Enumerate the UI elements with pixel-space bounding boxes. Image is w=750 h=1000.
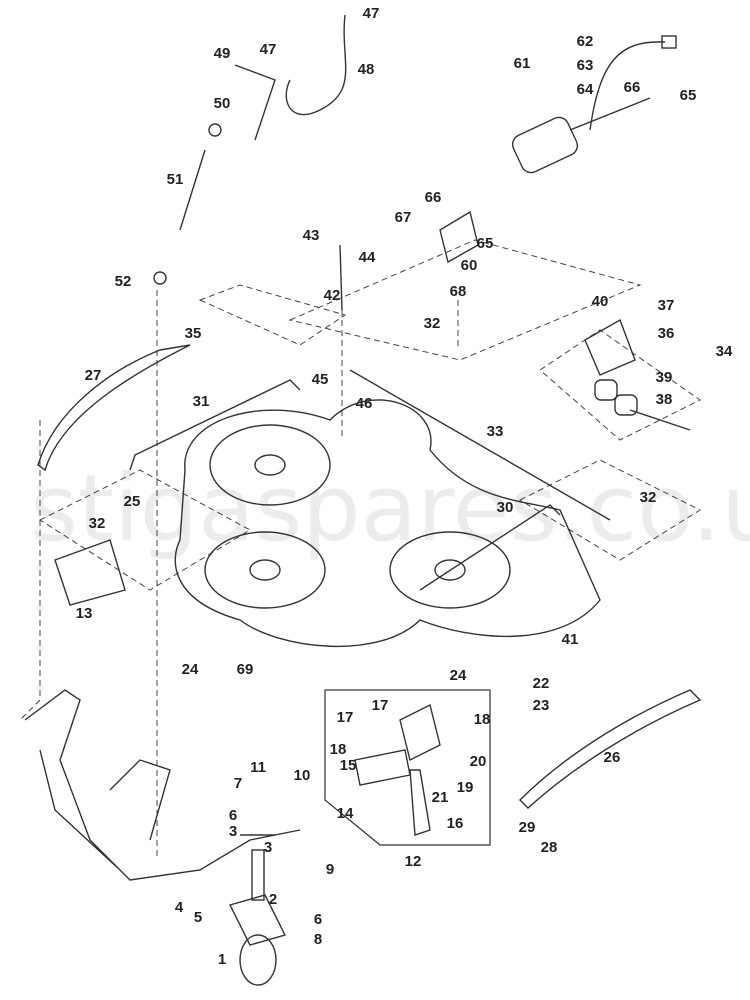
callout-62: 62: [577, 33, 594, 50]
callout-65: 65: [477, 235, 494, 252]
callout-47: 47: [260, 41, 277, 58]
bracket-34: [584, 318, 636, 376]
callout-3: 3: [229, 823, 237, 840]
assembly-guides: [19, 239, 702, 860]
callout-48: 48: [358, 61, 375, 78]
callout-23: 23: [533, 697, 550, 714]
lift-chain-assembly: [153, 14, 347, 285]
bracket-21: [409, 769, 431, 836]
callout-29: 29: [519, 819, 536, 836]
callout-44: 44: [359, 249, 376, 266]
callout-16: 16: [447, 815, 464, 832]
rod-31: [129, 379, 301, 471]
callout-37: 37: [658, 297, 675, 314]
arm-26: [519, 689, 702, 809]
callout-6: 6: [314, 911, 322, 928]
actuator-assembly: [511, 35, 677, 174]
callout-20: 20: [470, 753, 487, 770]
bracket-14: [354, 749, 411, 786]
callout-33: 33: [487, 423, 504, 440]
callout-45: 45: [312, 371, 329, 388]
callout-50: 50: [214, 95, 231, 112]
callout-5: 5: [194, 909, 202, 926]
callout-34: 34: [716, 343, 733, 360]
roller-39b: [614, 394, 638, 416]
callout-17: 17: [372, 697, 389, 714]
callout-19: 19: [457, 779, 474, 796]
callout-24: 24: [450, 667, 467, 684]
callout-2: 2: [269, 891, 277, 908]
front-frame: [24, 689, 301, 881]
callout-13: 13: [76, 605, 93, 622]
watermark: stigaspares.co.uk: [30, 455, 750, 562]
callout-18: 18: [330, 741, 347, 758]
pin-38: [629, 409, 691, 431]
callout-60: 60: [461, 257, 478, 274]
callout-9: 9: [326, 861, 334, 878]
bracket-13: [54, 539, 126, 606]
lift-shaft-33: [349, 369, 611, 521]
callout-17: 17: [337, 709, 354, 726]
callout-7: 7: [234, 775, 242, 792]
callout-32: 32: [640, 489, 657, 506]
callout-10: 10: [294, 767, 311, 784]
callout-61: 61: [514, 55, 531, 72]
callout-43: 43: [303, 227, 320, 244]
rod-42: [339, 244, 343, 311]
sub-assembly-box-12: [324, 689, 491, 846]
callout-32: 32: [89, 515, 106, 532]
callout-68: 68: [450, 283, 467, 300]
callout-32: 32: [424, 315, 441, 332]
callout-41: 41: [562, 631, 579, 648]
callout-65: 65: [680, 87, 697, 104]
callout-12: 12: [405, 853, 422, 870]
callout-28: 28: [541, 839, 558, 856]
rod-30: [419, 504, 561, 591]
callout-3: 3: [264, 839, 272, 856]
callout-35: 35: [185, 325, 202, 342]
callout-63: 63: [577, 57, 594, 74]
callout-26: 26: [604, 749, 621, 766]
callout-14: 14: [337, 805, 354, 822]
bracket-60: [439, 210, 479, 264]
caster-wheel: [228, 834, 287, 986]
callout-42: 42: [324, 287, 341, 304]
callout-27: 27: [85, 367, 102, 384]
callout-15: 15: [340, 757, 357, 774]
callout-49: 49: [214, 45, 231, 62]
callout-40: 40: [592, 293, 609, 310]
callout-46: 46: [356, 395, 373, 412]
cutting-deck: [174, 399, 601, 648]
roller-39: [594, 379, 618, 401]
callout-66: 66: [624, 79, 641, 96]
callout-22: 22: [533, 675, 550, 692]
callout-51: 51: [167, 171, 184, 188]
callout-36: 36: [658, 325, 675, 342]
callout-30: 30: [497, 499, 514, 516]
callout-64: 64: [577, 81, 594, 98]
callout-67: 67: [395, 209, 412, 226]
callout-24: 24: [182, 661, 199, 678]
callout-38: 38: [656, 391, 673, 408]
callout-66: 66: [425, 189, 442, 206]
plate-12: [399, 703, 441, 762]
callout-31: 31: [193, 393, 210, 410]
callout-6: 6: [229, 807, 237, 824]
callout-25: 25: [124, 493, 141, 510]
callout-18: 18: [474, 711, 491, 728]
callout-4: 4: [175, 899, 184, 916]
arm-27: [37, 344, 191, 472]
callout-39: 39: [656, 369, 673, 386]
callout-1: 1: [218, 951, 226, 968]
callout-11: 11: [250, 759, 266, 776]
callout-47: 47: [363, 5, 380, 22]
callout-69: 69: [237, 661, 254, 678]
callout-52: 52: [115, 273, 132, 290]
callout-21: 21: [432, 789, 449, 806]
callout-8: 8: [314, 931, 322, 948]
